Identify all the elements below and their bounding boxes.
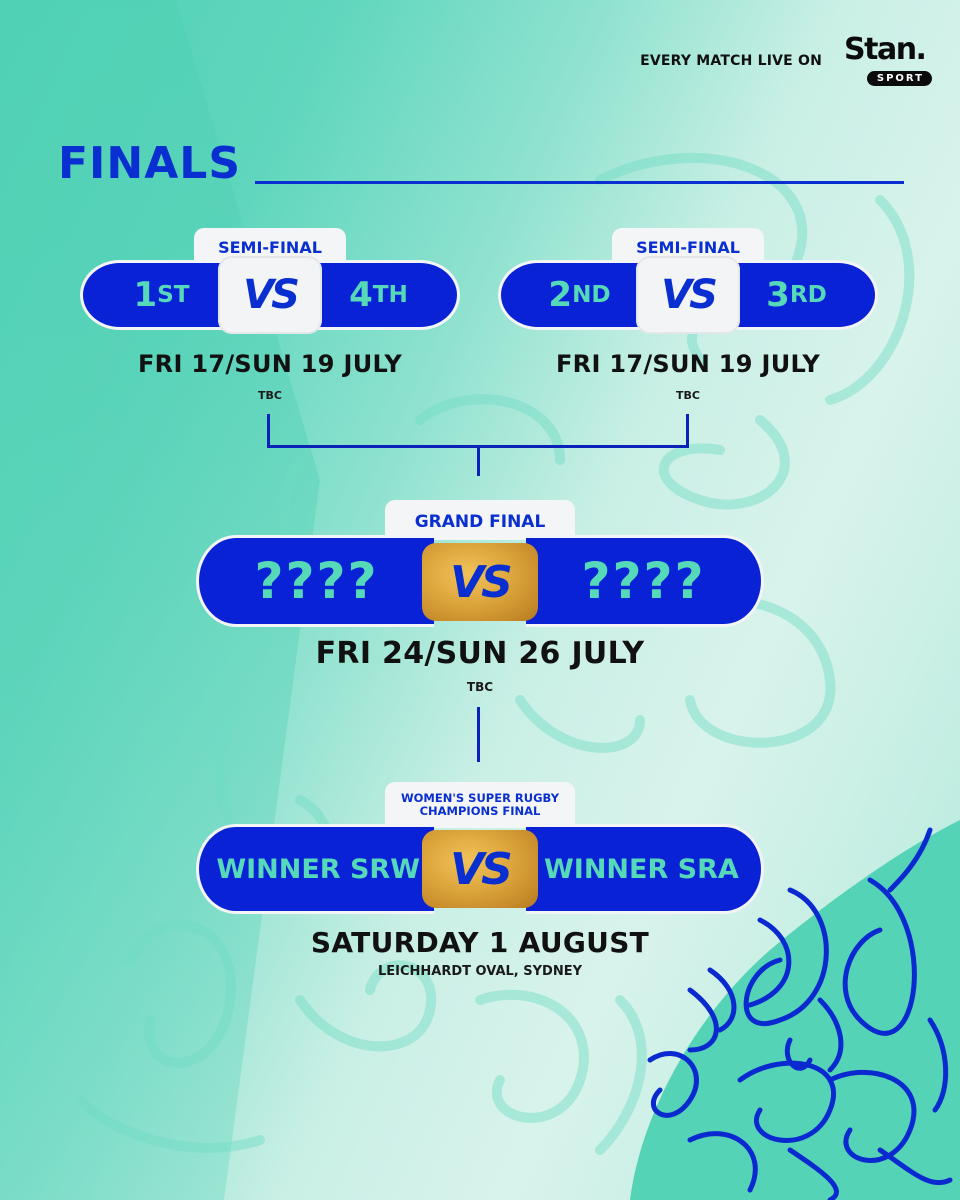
match-card-champions-final: WOMEN'S SUPER RUGBY CHAMPIONS FINAL WINN… [196,782,764,982]
team-away: ???? [526,535,764,627]
match-venue: TBC [258,389,282,402]
match-date: SATURDAY 1 AUGUST [310,926,650,959]
team-home: WINNER SRW [196,824,434,914]
match-venue: LEICHHARDT OVAL, SYDNEY [378,964,582,979]
match-date: FRI 17/SUN 19 JULY [137,350,403,378]
match-venue: TBC [466,680,494,694]
team-away: WINNER SRA [526,824,764,914]
vs-badge: VS [422,830,538,908]
connector-to-champions-final [477,707,480,762]
vs-badge: VS [218,256,322,334]
broadcast-tagline: EVERY MATCH LIVE ON [640,53,822,69]
stage-label: WOMEN'S SUPER RUGBY CHAMPIONS FINAL [385,782,575,828]
match-date: FRI 24/SUN 26 JULY [315,636,645,671]
stage-label-line-2: CHAMPIONS FINAL [419,804,541,818]
connector-center-drop [477,445,480,476]
logo-sport-pill: SPORT [866,71,932,86]
match-venue: TBC [676,389,700,402]
match-date: FRI 17/SUN 19 JULY [555,350,821,378]
vs-badge: VS [636,256,740,334]
logo-wordmark: Stan. [844,32,927,67]
broadcaster-bar: EVERY MATCH LIVE ON Stan. SPORT [640,32,932,86]
connector-left-drop [267,414,270,448]
stan-sport-logo: Stan. SPORT [840,32,932,86]
stage-label: SEMI-FINAL [194,228,346,264]
title-row: FINALS [58,142,904,186]
connector-right-drop [686,414,689,448]
vs-badge: VS [422,543,538,621]
title-underline [255,181,904,184]
match-card-grand-final: GRAND FINAL ???? ???? VS FRI 24/SUN 26 J… [196,500,764,700]
stage-label: GRAND FINAL [385,500,575,540]
team-home: ???? [196,535,434,627]
stage-label-line-1: WOMEN'S SUPER RUGBY [400,791,560,805]
page-title: FINALS [58,138,242,189]
